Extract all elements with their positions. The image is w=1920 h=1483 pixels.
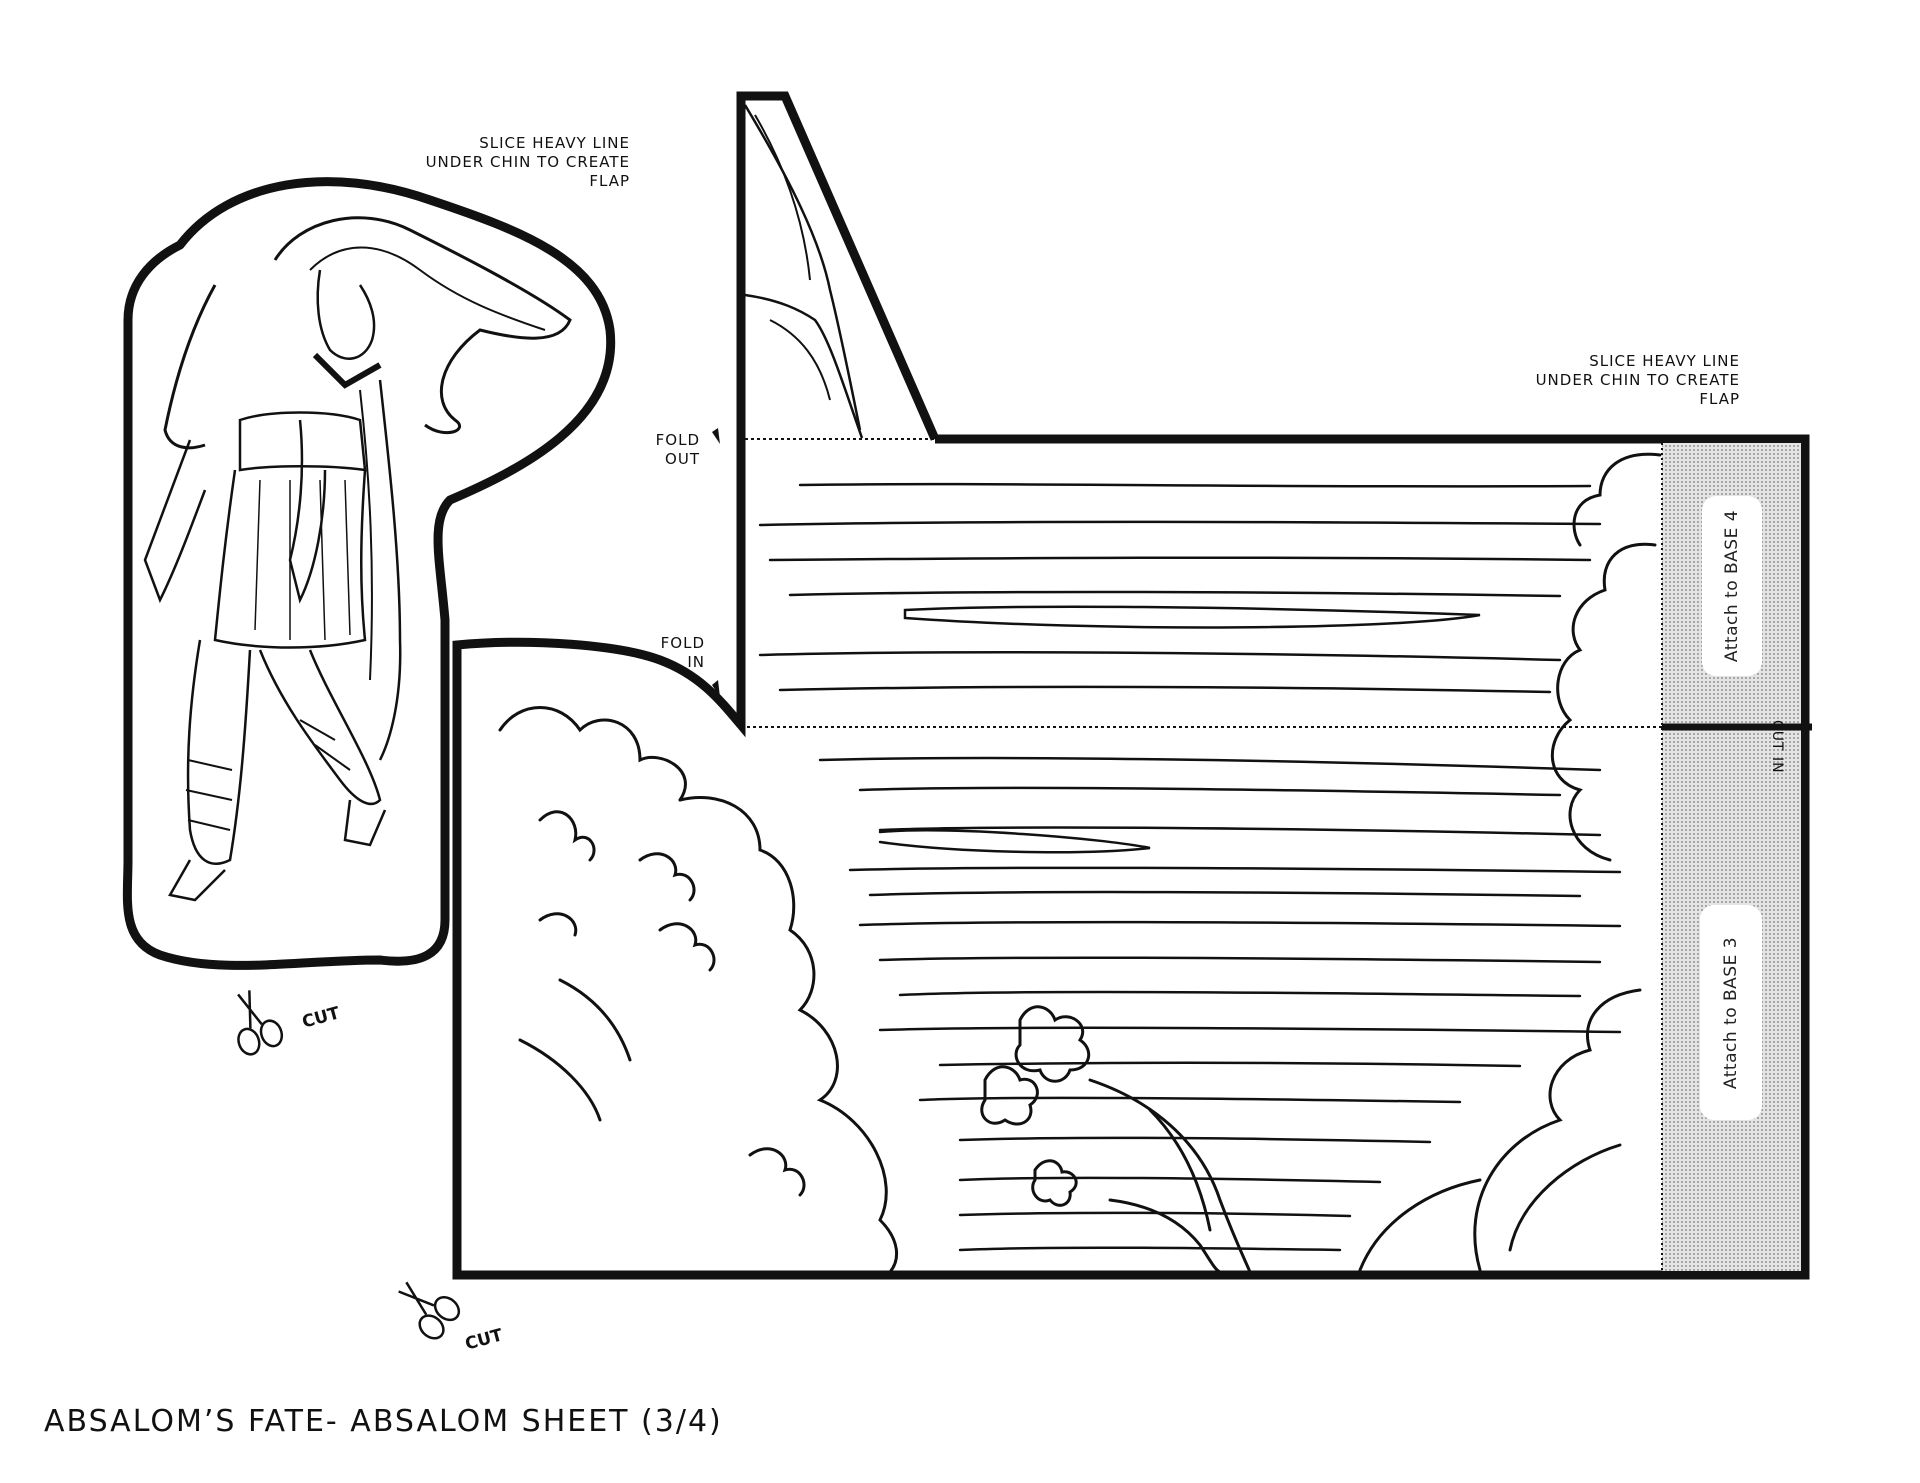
fold-in-line1: FOLD xyxy=(660,634,705,652)
absalom-figure-cutout xyxy=(122,177,616,970)
attach-base3-text: Attach to BASE 3 xyxy=(1721,936,1741,1089)
scene-cut-outline xyxy=(452,434,1810,1280)
slice-note-right: SLICE HEAVY LINE UNDER CHIN TO CREATE FL… xyxy=(1490,352,1740,409)
attach-base4-text: Attach to BASE 4 xyxy=(1722,509,1742,663)
sheet-caption: ABSALOM’S FATE- ABSALOM SHEET (3/4) xyxy=(44,1404,723,1439)
attach-base3-label: Attach to BASE 3 xyxy=(1700,905,1762,1120)
fold-out-label: FOLD OUT xyxy=(620,431,700,469)
figure-cut-outline xyxy=(122,177,616,970)
slice-note-top: SLICE HEAVY LINE UNDER CHIN TO CREATE FL… xyxy=(380,134,630,191)
scissors-icon xyxy=(398,1281,461,1340)
branch-flap-outline xyxy=(736,91,940,441)
fold-out-line1: FOLD xyxy=(655,431,700,449)
slice-note-line: FLAP xyxy=(1699,390,1740,408)
scissors-icon xyxy=(237,990,284,1056)
fold-marker-icon xyxy=(712,428,720,444)
fold-out-line2: OUT xyxy=(665,450,700,468)
cut-in-label: CUT IN xyxy=(1769,720,1785,774)
slice-note-line: UNDER CHIN TO CREATE xyxy=(425,153,630,171)
slice-note-line: UNDER CHIN TO CREATE xyxy=(1535,371,1740,389)
scene-cutout xyxy=(452,91,1812,1280)
attach-base4-label: Attach to BASE 4 xyxy=(1702,496,1762,676)
fold-in-line2: IN xyxy=(687,653,705,671)
fold-in-label: FOLD IN xyxy=(625,634,705,672)
slice-note-line: SLICE HEAVY LINE xyxy=(479,134,630,152)
chin-slice-line xyxy=(312,352,382,389)
fold-marker-icon xyxy=(712,680,720,697)
slice-note-line: SLICE HEAVY LINE xyxy=(1589,352,1740,370)
slice-note-line: FLAP xyxy=(589,172,630,190)
